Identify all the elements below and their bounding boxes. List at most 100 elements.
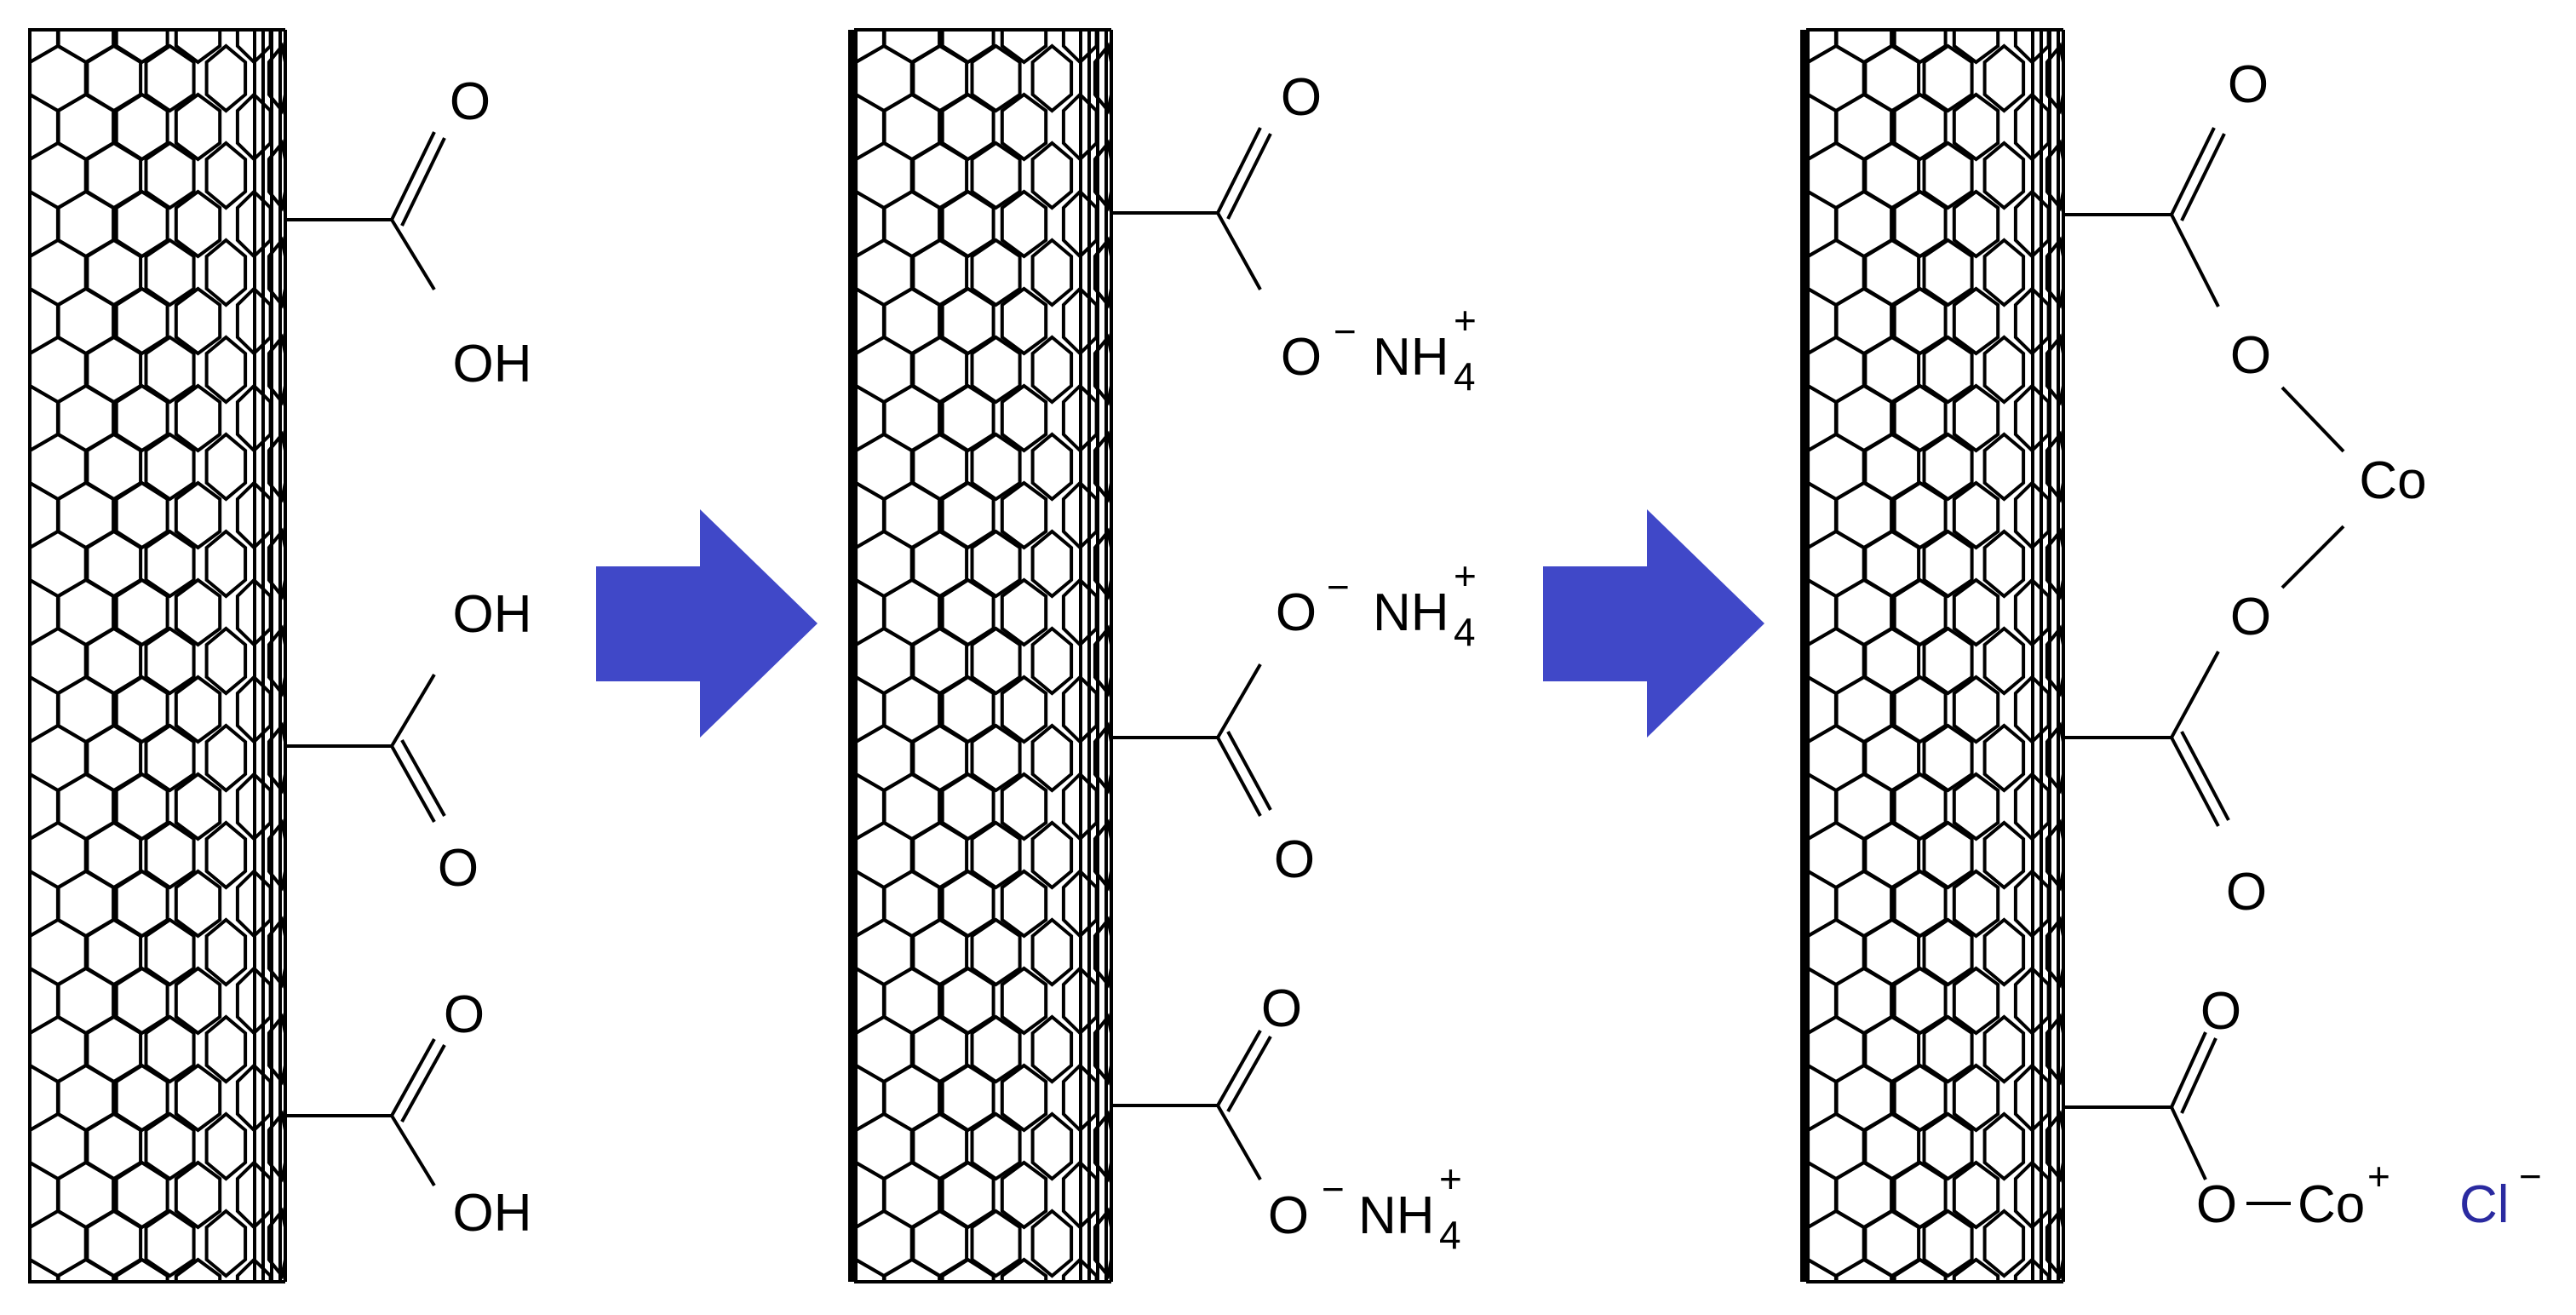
carboxylate-group-3: O O − NH + 4 — [1111, 979, 1462, 1257]
hexagon-cell — [1030, 432, 1074, 502]
ammonium-3-charge: + — [1439, 1157, 1462, 1201]
hexagon-cell — [1000, 189, 1048, 259]
hexagon-cell — [1892, 1257, 1948, 1283]
hexagon-cell — [204, 432, 248, 502]
hexagon-cell — [144, 529, 196, 599]
hexagon-cell — [1030, 1014, 1074, 1084]
ammonium-1-label: NH — [1373, 328, 1449, 387]
hexagon-cell — [1952, 1257, 2000, 1283]
carboxylate-2-charge: − — [1327, 565, 1350, 609]
hexagon-cell — [144, 1014, 196, 1084]
hexagon-cell — [1000, 577, 1048, 647]
hexagon-cell — [970, 820, 1022, 890]
single-oxygen-label: O — [2196, 1175, 2237, 1234]
hexagon-cell — [1030, 626, 1074, 696]
hexagon-cell — [174, 577, 222, 647]
hexagon-cell — [1982, 43, 2026, 113]
hexagon-cell — [1982, 723, 2026, 793]
group-1-upper-label: O — [450, 72, 491, 131]
nanotube-lattice-2 — [854, 28, 1113, 1283]
hexagon-cell — [1922, 529, 1974, 599]
single-upper-oxygen-label: O — [2200, 982, 2241, 1041]
hexagon-cell — [1030, 1209, 1074, 1278]
bridge-oxygen-1-label: O — [2230, 326, 2271, 385]
hexagon-cell — [854, 1256, 886, 1283]
hexagon-cell — [1922, 141, 1974, 210]
hexagon-cell — [1000, 28, 1048, 65]
hexagon-cell — [174, 92, 222, 162]
hexagon-cell — [1922, 917, 1974, 987]
ammonium-3-label: NH — [1358, 1186, 1435, 1245]
single-cobalt-label: Co — [2298, 1175, 2365, 1234]
single-cobalt-charge: + — [2367, 1154, 2390, 1198]
hexagon-cell — [1982, 529, 2026, 599]
bridge-oxygen-2-label: O — [2230, 588, 2271, 646]
hexagon-cell — [1982, 432, 2026, 502]
hexagon-cell — [1982, 1111, 2026, 1181]
hexagon-cell — [204, 335, 248, 405]
hexagon-cell — [970, 141, 1022, 210]
hexagon-cell — [1000, 966, 1048, 1036]
hexagon-cell — [204, 43, 248, 113]
hexagon-cell — [1952, 383, 2000, 453]
hexagon-cell — [1952, 92, 2000, 162]
hexagon-cell — [1030, 335, 1074, 405]
carboxyl-group-1: O OH — [286, 72, 532, 393]
hexagon-cell — [1952, 869, 2000, 939]
hexagon-cell — [144, 335, 196, 405]
bridging-cobalt-complex: O O Co O O — [2065, 55, 2427, 922]
hexagon-cell — [970, 529, 1022, 599]
hexagon-cell — [174, 28, 222, 65]
hexagon-cell — [1030, 141, 1074, 210]
hexagon-cell — [1952, 675, 2000, 744]
hexagon-cell — [970, 43, 1022, 113]
carboxylate-group-2: O − NH + 4 O — [1111, 554, 1477, 889]
hexagon-cell — [1952, 28, 2000, 65]
hexagon-cell — [1982, 238, 2026, 307]
nanotube-lattice-3 — [1806, 28, 2065, 1283]
hexagon-cell — [1922, 43, 1974, 113]
hexagon-cell — [1982, 1014, 2026, 1084]
hexagon-cell — [174, 480, 222, 550]
carboxyl-group-3: O OH — [286, 985, 532, 1243]
hexagon-cell — [970, 917, 1022, 987]
hexagon-cell — [1922, 820, 1974, 890]
hexagon-cell — [174, 675, 222, 744]
group-2-upper-label: OH — [453, 585, 532, 644]
hexagon-cell — [1952, 577, 2000, 647]
hexagon-cell — [1922, 723, 1974, 793]
bridge-cobalt-label: Co — [2359, 451, 2426, 510]
hexagon-cell — [144, 917, 196, 987]
hexagon-cell — [1000, 869, 1048, 939]
hexagon-cell — [882, 28, 942, 65]
hexagon-cell — [1892, 28, 1948, 65]
hexagon-cell — [1000, 480, 1048, 550]
hexagon-cell — [1922, 1111, 1974, 1181]
hexagon-cell — [970, 1014, 1022, 1084]
hexagon-cell — [1000, 1160, 1048, 1230]
group-2-lower-label: O — [438, 839, 479, 898]
carboxylate-2-lower-label: O — [1274, 830, 1315, 889]
hexagon-cell — [174, 1257, 222, 1283]
hexagon-cell — [144, 43, 196, 113]
step-1-arrow — [596, 509, 818, 738]
hexagon-cell — [56, 1257, 116, 1283]
hexagon-cell — [1952, 1160, 2000, 1230]
hexagon-cell — [1000, 1257, 1048, 1283]
bridge-top-oxygen-label: O — [2228, 55, 2269, 114]
carboxylate-3-upper-label: O — [1261, 979, 1302, 1038]
hexagon-cell — [28, 28, 60, 66]
hexagon-cell — [1982, 1209, 2026, 1278]
hexagon-cell — [28, 1256, 60, 1283]
ammonium-2-charge: + — [1454, 554, 1477, 598]
hexagon-cell — [1030, 1111, 1074, 1181]
hexagon-cell — [970, 335, 1022, 405]
hexagon-cell — [970, 238, 1022, 307]
hexagon-cell — [1982, 626, 2026, 696]
step-2-arrow — [1543, 509, 1764, 738]
hexagon-cell — [204, 917, 248, 987]
hexagon-cell — [1952, 286, 2000, 356]
hexagon-cell — [970, 1209, 1022, 1278]
hexagon-cell — [1922, 1209, 1974, 1278]
